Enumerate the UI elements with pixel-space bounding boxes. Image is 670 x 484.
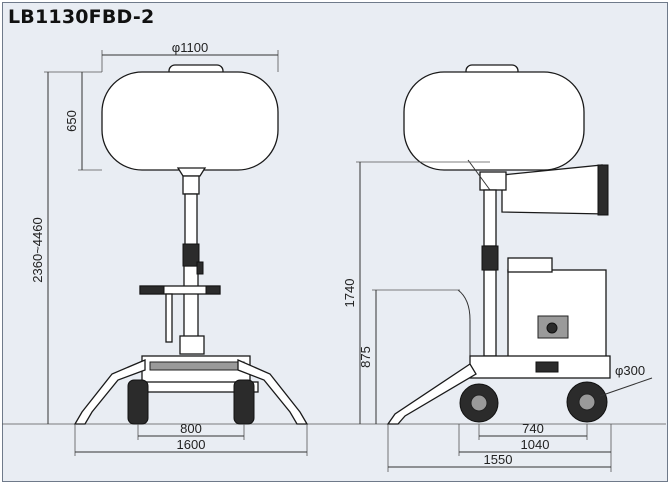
dim-height-875: 875 (358, 346, 373, 368)
side-generator (507, 269, 607, 359)
front-balloon-base (176, 167, 207, 177)
side-wheel-front-hub (470, 394, 488, 412)
side-mast-lower (483, 269, 497, 357)
dim-wheel-diameter: φ300 (615, 363, 645, 378)
side-mast-lock (481, 245, 499, 271)
side-wheel-rear-hub (578, 393, 596, 411)
side-mast-upper (483, 189, 497, 247)
side-chassis-block (535, 361, 559, 373)
dim-height-1740: 1740 (342, 279, 357, 308)
dim-balloon-height: 650 (64, 110, 79, 132)
front-mast-lower (183, 265, 199, 339)
front-balloon (101, 71, 279, 171)
side-view (386, 64, 611, 425)
side-outrigger (386, 363, 477, 425)
front-wheel-left (127, 379, 149, 425)
side-balloon (403, 71, 585, 171)
front-head-fitting (182, 175, 200, 195)
side-dimensions: 1740 875 φ300 740 1040 1550 (342, 161, 653, 472)
dim-length-740: 740 (522, 421, 544, 436)
dim-balloon-diameter: φ1100 (172, 40, 208, 55)
side-reflector (501, 164, 607, 215)
side-tow-handle (457, 289, 471, 360)
front-view (73, 64, 309, 425)
side-control-knob (546, 322, 558, 334)
model-title: LB1130FBD-2 (8, 6, 155, 28)
front-winch (196, 261, 204, 275)
dim-outrigger-width: 1600 (177, 437, 206, 452)
front-chassis-plate (149, 361, 245, 371)
side-generator-top (507, 257, 553, 273)
dim-length-1040: 1040 (521, 437, 550, 452)
side-reflector-lip (597, 164, 609, 216)
front-handle-grip-right (205, 285, 221, 295)
dim-mast-height-range: 2360~4460 (30, 217, 45, 282)
front-handle-grip-left (139, 285, 165, 295)
dim-length-1550: 1550 (484, 452, 513, 467)
front-frame-left (165, 293, 173, 343)
front-outrigger-left (73, 359, 146, 425)
front-dimensions: φ1100 650 2360~4460 800 1600 (30, 40, 308, 456)
dim-track-width: 800 (180, 421, 202, 436)
front-outrigger-right (237, 359, 309, 425)
front-frame-base (179, 335, 205, 355)
front-wheel-right (233, 379, 255, 425)
side-head-handle (467, 159, 491, 191)
front-mast-upper (184, 193, 198, 247)
